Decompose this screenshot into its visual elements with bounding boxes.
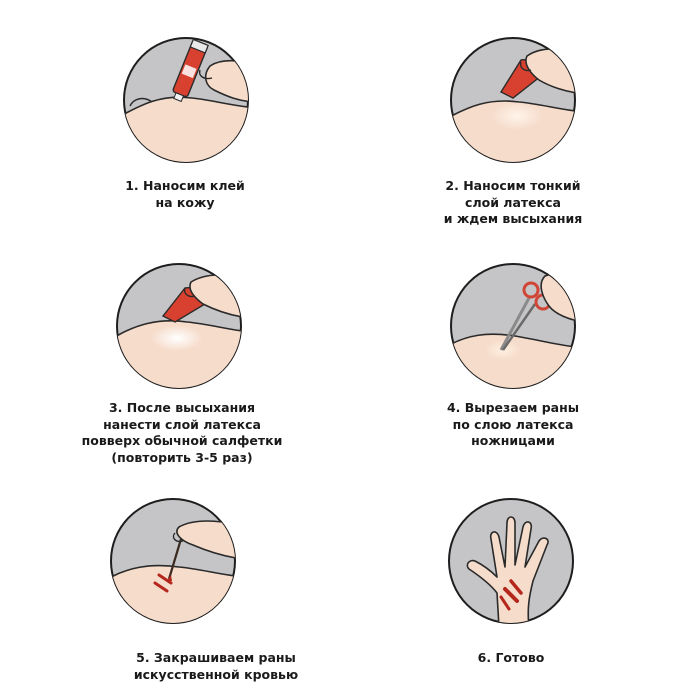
step-1-illustration: [123, 37, 249, 163]
step-4-caption: 4. Вырезаем раны по слою латекса ножница…: [446, 400, 580, 448]
brush-icon: [167, 538, 183, 581]
step-2-caption: 2. Наносим тонкий слой латекса и ждем вы…: [443, 178, 583, 226]
wound-marks-icon: [153, 573, 173, 593]
step-4-illustration: [450, 263, 576, 389]
step-6-caption: 6. Готово: [477, 650, 545, 665]
step-1-caption: 1. Наносим клей на кожу: [125, 178, 245, 210]
step-3-caption: 3. После высыхания нанести слой латекса …: [81, 400, 283, 465]
glue-tube-icon: [172, 38, 209, 103]
step-2-illustration: [450, 37, 576, 163]
step-6-illustration: [448, 498, 574, 624]
wound-marks-icon: [499, 579, 523, 611]
step-5-illustration: [110, 498, 236, 624]
step-5-caption: 5. Закрашиваем раны искусственной кровью: [133, 650, 299, 682]
hand-icon: [466, 516, 549, 623]
step-3-illustration: [116, 263, 242, 389]
